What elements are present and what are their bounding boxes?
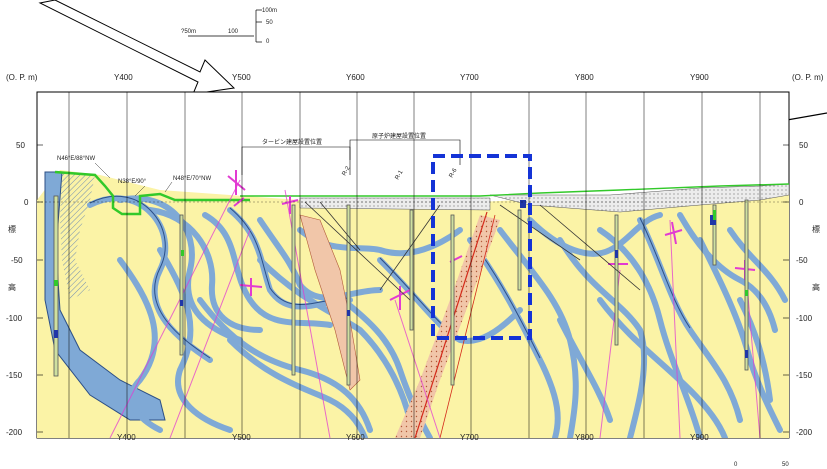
fold-layer: [467, 237, 561, 438]
inset-scale-top: 100m: [262, 8, 277, 14]
reactor-building-label: 原子炉建屋設置位置: [372, 132, 426, 140]
surface-fill: [299, 197, 491, 211]
excavation-line: [54, 170, 250, 216]
left-elevation-axis: 50 0 -50 -100 -150 -200 標 高: [6, 141, 29, 437]
highlight-box: [431, 154, 532, 340]
top-x-axis: Y400 Y500 Y600 Y700 Y800 Y900: [114, 73, 709, 82]
fold-axis: [669, 219, 681, 438]
elevation-tick: 50: [799, 141, 808, 150]
intrusion-band: [299, 214, 361, 391]
vertical-label-char: 標: [812, 224, 820, 234]
fold-layer: [677, 212, 778, 333]
orientation-label: N46°E/88°NW: [57, 156, 95, 162]
elevation-tick: -200: [6, 428, 23, 437]
fold-axis: [109, 179, 241, 438]
bottom-x-tick: Y400: [117, 433, 136, 442]
right-unit-label: (O. P. m): [792, 73, 824, 82]
boreholes: [53, 195, 749, 386]
fold-axis: [394, 299, 441, 438]
fold-layer: [227, 337, 368, 438]
orientation-labels: N46°E/88°NW N38°E/90° N48°E/70°NW: [57, 156, 211, 197]
elevation-tick: -50: [796, 256, 808, 265]
elevation-tick: -200: [796, 428, 813, 437]
inset-scale: 100m 50 0 ?50m 100: [181, 8, 277, 45]
left-unit-label: (O. P. m): [6, 73, 38, 82]
bottom-scale-start: 0: [734, 462, 738, 468]
fold-layer: [737, 297, 773, 403]
top-x-tick: Y500: [232, 73, 251, 82]
fold-layer: [637, 217, 743, 423]
fold-layer: [227, 207, 353, 310]
elevation-tick: 0: [799, 198, 804, 207]
building-brackets: [241, 139, 461, 175]
bottom-x-tick: Y600: [346, 433, 365, 442]
fault-line: [439, 214, 496, 438]
bottom-x-tick: Y700: [460, 433, 479, 442]
ground-surface-line: [240, 183, 789, 197]
top-x-tick: Y600: [346, 73, 365, 82]
top-x-tick: Y700: [460, 73, 479, 82]
bottom-x-tick: Y900: [690, 433, 709, 442]
bottom-scale: 0 50: [734, 462, 789, 468]
fold-axis: [169, 229, 251, 438]
elevation-tick: -150: [6, 371, 23, 380]
right-elevation-axis: 50 0 -50 -100 -150 -200 標 高: [796, 141, 820, 437]
fault-zone-dots: [395, 215, 500, 438]
orientation-label: N48°E/70°NW: [173, 176, 211, 182]
fault-label-r2: R-2: [342, 165, 352, 177]
inset-scale-middle: 50: [266, 20, 273, 26]
elevation-tick: 50: [16, 141, 25, 150]
turbine-building-label: タービン建屋設置位置: [262, 138, 322, 146]
bottom-x-axis: Y400 Y500 Y600 Y700 Y800 Y900: [117, 433, 709, 442]
elevation-ticks: [37, 144, 789, 433]
callout-arrow: [38, 0, 236, 95]
top-x-tick: Y400: [114, 73, 133, 82]
orientation-label: N38°E/90°: [118, 179, 147, 185]
fold-layer: [597, 227, 703, 438]
bottom-x-tick: Y800: [575, 433, 594, 442]
geology: [37, 170, 789, 438]
surface-fill: [489, 183, 789, 213]
fault-label-r1: R-1: [395, 169, 405, 181]
elevation-tick: 0: [24, 198, 29, 207]
elevation-tick: -50: [11, 256, 23, 265]
bottom-x-tick: Y500: [232, 433, 251, 442]
inset-scale-bottom: 0: [266, 39, 270, 45]
fold-layer: [557, 317, 613, 423]
inset-scale-left-a: ?50m: [181, 29, 196, 35]
fault-label-r6: R-6: [449, 167, 459, 179]
vertical-label-char: 標: [8, 224, 16, 234]
bottom-scale-end: 50: [782, 462, 789, 468]
top-x-tick: Y800: [575, 73, 594, 82]
top-x-tick: Y900: [690, 73, 709, 82]
elevation-tick: -150: [796, 371, 813, 380]
fold-layer: [597, 297, 728, 438]
fold-layer: [727, 227, 788, 303]
fold-layer: [117, 257, 163, 433]
inset-scale-left-b: 100: [228, 29, 239, 35]
vertical-label-char: 高: [8, 282, 16, 292]
elevation-tick: -100: [6, 314, 23, 323]
fold-layer: [202, 212, 333, 328]
fold-layer: [697, 237, 783, 433]
vertical-label-char: 高: [812, 282, 820, 292]
elevation-tick: -100: [796, 314, 813, 323]
